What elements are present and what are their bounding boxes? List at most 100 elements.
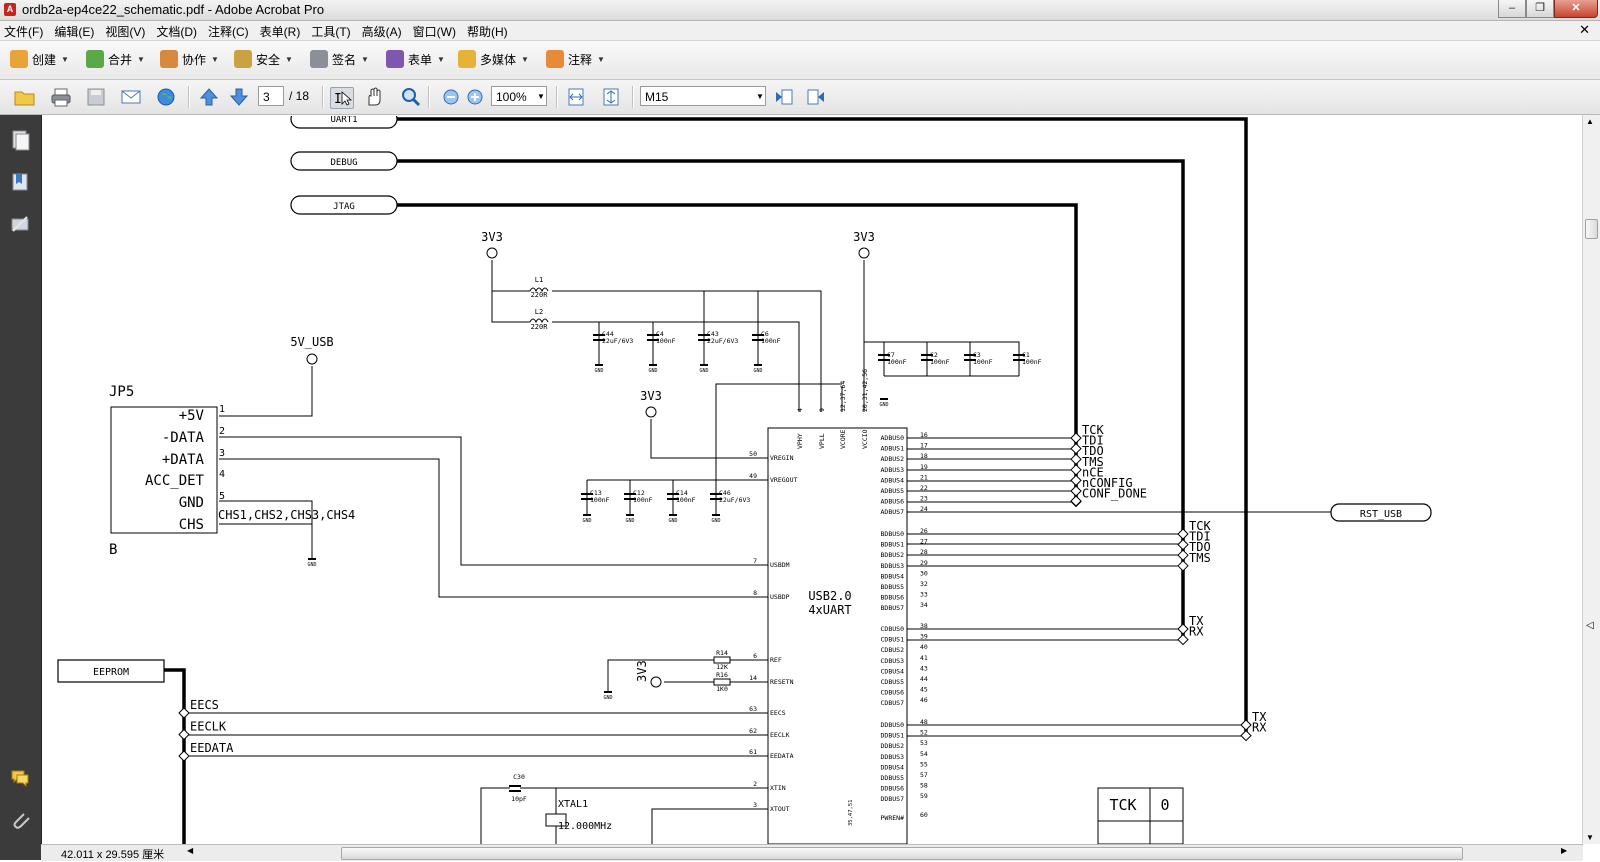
schematic-label: EECLK [770, 731, 790, 739]
toolbar-collaborate-button[interactable]: 协作 ▼ [160, 50, 219, 68]
connector-pin-number: 3 [219, 448, 225, 459]
comments-panel-icon[interactable] [10, 767, 30, 789]
title-bar: A ordb2a-ep4ce22_schematic.pdf - Adobe A… [0, 0, 1600, 21]
fit-page-icon[interactable] [600, 87, 622, 107]
horizontal-scroll-thumb[interactable] [341, 847, 1463, 860]
menu-item-1[interactable]: 编辑(E) [54, 25, 95, 39]
menu-item-7[interactable]: 高级(A) [361, 25, 402, 39]
toolbar-pen-button[interactable]: 签名▼ [310, 50, 369, 68]
schematic-label: USBDP [770, 593, 790, 601]
toolbar-combine-button[interactable]: 合并 ▼ [86, 50, 145, 68]
chevron-down-icon: ▼ [211, 54, 219, 64]
close-window-button[interactable]: ✕ [1554, 0, 1598, 18]
schematic-label: ADBUS5 [881, 487, 905, 495]
chevron-down-icon: ▼ [137, 54, 145, 64]
menu-item-6[interactable]: 工具(T) [311, 25, 351, 39]
scroll-up-icon[interactable]: ▲ [1586, 117, 1594, 126]
power-label: 3V3 [640, 389, 662, 403]
print-icon[interactable] [50, 87, 72, 107]
web-icon[interactable] [155, 87, 177, 107]
capacitor-plate [964, 354, 976, 356]
ground-label: GND [603, 695, 612, 701]
net-port [1177, 528, 1189, 540]
schematic-label: C2 [930, 351, 938, 359]
toolbar-multimedia-button[interactable]: 多媒体▼ [458, 50, 529, 68]
connector-pin-number: 2 [219, 426, 225, 437]
schematic-label: USBDM [770, 561, 790, 569]
pages-panel-icon[interactable] [10, 129, 30, 151]
bookmarks-panel-icon[interactable] [10, 171, 30, 193]
toolbar-lock-button[interactable]: 安全▼ [234, 50, 293, 68]
toolbar-label: 合并 [108, 52, 133, 67]
zoom-tool-icon[interactable] [400, 87, 422, 107]
ground-label: GND [594, 368, 603, 374]
menu-item-9[interactable]: 帮助(H) [467, 25, 508, 39]
schematic-label: 100nF [887, 358, 907, 366]
jtag-signal-label: nCONFIG [1082, 476, 1133, 490]
toolbar-comment-button[interactable]: 注释▼ [546, 50, 605, 68]
power-port [486, 247, 498, 259]
net-port [1240, 719, 1252, 731]
zoom-out-icon[interactable] [440, 87, 462, 107]
hand-tool-icon[interactable] [363, 87, 385, 107]
capacitor-plate [878, 359, 890, 361]
schematic-label: 45 [920, 686, 928, 694]
find-previous-icon[interactable] [773, 87, 795, 107]
save-icon[interactable] [85, 87, 107, 107]
scroll-down-icon[interactable]: ▼ [1586, 833, 1594, 842]
connector-pin-number: 5 [219, 491, 225, 502]
restore-button[interactable]: ❐ [1526, 0, 1554, 18]
menu-item-8[interactable]: 窗口(W) [412, 25, 456, 39]
find-input[interactable]: M15 [640, 86, 766, 106]
minimize-button[interactable]: – [1498, 0, 1526, 18]
multimedia-icon [458, 50, 476, 68]
email-icon[interactable] [120, 87, 142, 107]
previous-page-icon[interactable] [198, 87, 220, 107]
find-dropdown-icon[interactable]: ▼ [756, 92, 764, 101]
tasks-toolbar: 创建▼ 合并 ▼ 协作 ▼ 安全▼ 签名▼ 表单▼ 多媒体▼ 注释▼ [0, 41, 1600, 80]
find-next-icon[interactable] [805, 87, 827, 107]
crystal-ref: XTAL1 [558, 799, 588, 810]
schematic-label: ADBUS7 [881, 508, 905, 516]
toolbar-form-button[interactable]: 表单▼ [386, 50, 445, 68]
menu-item-5[interactable]: 表单(R) [259, 25, 301, 39]
toolbar-label: 协作 [182, 52, 207, 67]
zoom-in-icon[interactable] [464, 87, 486, 107]
fit-width-icon[interactable] [565, 87, 587, 107]
next-page-icon[interactable] [228, 87, 250, 107]
vertical-scrollbar[interactable]: ▲ ◁ ▼ [1582, 115, 1600, 844]
collaborate-icon [160, 50, 178, 68]
signatures-panel-icon[interactable] [10, 213, 30, 235]
schematic-label: 35,47,51 [848, 800, 854, 827]
net-port [1177, 560, 1189, 572]
vertical-scroll-thumb[interactable] [1585, 219, 1598, 239]
select-tool-icon[interactable]: I [330, 87, 354, 109]
zoom-level-select[interactable]: 100% [491, 86, 547, 106]
menu-item-0[interactable]: 文件(F) [4, 25, 44, 39]
schematic-label: 7 [753, 557, 757, 565]
zoom-dropdown-icon[interactable]: ▼ [537, 92, 545, 101]
menu-item-3[interactable]: 文档(D) [156, 25, 197, 39]
attachments-panel-icon[interactable] [10, 809, 30, 831]
scroll-left-icon[interactable]: ◀ [187, 846, 194, 855]
schematic-label: ADBUS1 [881, 445, 905, 453]
menu-item-4[interactable]: 注释(C) [208, 25, 249, 39]
scroll-right-icon[interactable]: ▶ [1561, 846, 1568, 855]
capacitor-plate [593, 334, 605, 336]
close-document-icon[interactable]: ✕ [1579, 22, 1590, 37]
resistor-symbol [713, 678, 731, 686]
schematic-label: 62 [749, 727, 757, 735]
menu-item-2[interactable]: 视图(V) [105, 25, 146, 39]
ground-label: GND [668, 518, 677, 524]
open-folder-icon[interactable] [14, 87, 36, 107]
schematic-label: 23 [920, 495, 928, 503]
schematic-label: C14 [676, 489, 688, 497]
toolbar-create-button[interactable]: 创建▼ [10, 50, 69, 68]
schematic-label: VREGIN [770, 454, 794, 462]
capacitor-plate [509, 785, 521, 787]
page-number-input[interactable]: 3 [258, 86, 284, 106]
power-label: 3V3 [635, 660, 649, 682]
schematic-label: BDBUS2 [881, 551, 905, 559]
collapse-panel-icon[interactable]: ◁ [1586, 620, 1594, 631]
